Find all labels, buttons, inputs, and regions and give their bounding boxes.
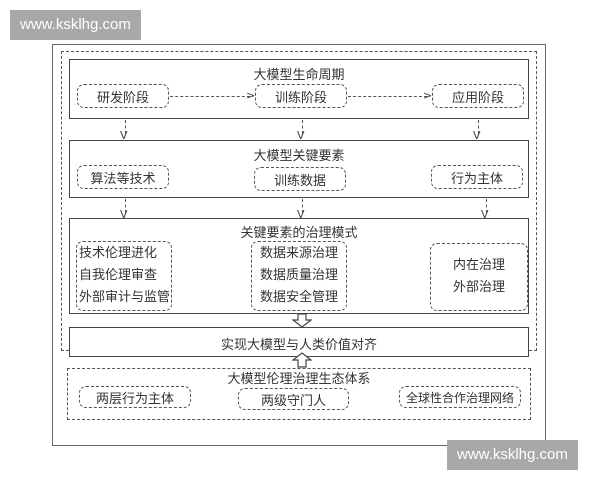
hollow-arrow-down-icon [292,314,312,328]
arrow-down [125,199,126,213]
mode-item: 外部审计与监管 [79,290,171,305]
arrow-down [478,120,479,134]
arrow-research-training [170,96,250,97]
arrow-head-icon: > [423,89,433,102]
goal-label: 实现大模型与人类价值对齐 [220,338,377,353]
arrow-down-icon: V [120,208,128,221]
diagram-frame: 大模型生命周期 研发阶段 训练阶段 应用阶段 > > V V V 大模型关键要素… [52,44,546,446]
governance-modes-title: 关键要素的治理模式 [240,226,358,241]
arrow-down-icon: V [120,129,128,142]
stage-training: 训练阶段 [255,84,347,108]
stage-application: 应用阶段 [432,84,524,108]
ecosystem-title: 大模型伦理治理生态体系 [227,372,371,387]
ecosystem-two-level-gatekeepers: 两级守门人 [238,388,349,410]
lifecycle-panel: 大模型生命周期 研发阶段 训练阶段 应用阶段 > > [69,59,529,119]
key-elements-panel: 大模型关键要素 算法等技术 训练数据 行为主体 [69,140,529,198]
arrow-head-icon: > [246,89,256,102]
arrow-down-icon: V [481,208,489,221]
goal-panel: 实现大模型与人类价值对齐 [69,327,529,357]
mode-item: 技术伦理进化 [79,246,158,261]
watermark-top: www.ksklhg.com [10,10,141,40]
data-governance-group: 数据来源治理 数据质量治理 数据安全管理 [251,241,347,311]
mode-item: 自我伦理审查 [79,268,158,283]
arrow-down-icon: V [297,129,305,142]
mode-item: 内在治理 [452,258,505,273]
arrow-down [125,120,126,134]
ecosystem-global-network: 全球性合作治理网络 [399,386,521,408]
arrow-down-icon: V [473,129,481,142]
mode-item: 数据质量治理 [259,268,338,283]
mode-item: 数据来源治理 [259,246,338,261]
mode-item: 数据安全管理 [259,290,338,305]
arrow-training-application [348,96,427,97]
arrow-down [302,120,303,134]
watermark-bottom: www.ksklhg.com [447,440,578,470]
element-training-data: 训练数据 [254,167,346,191]
lifecycle-title: 大模型生命周期 [253,68,345,83]
element-actors: 行为主体 [431,165,523,189]
mode-item: 外部治理 [452,280,505,295]
element-technology: 算法等技术 [77,165,169,189]
framework-container: 大模型生命周期 研发阶段 训练阶段 应用阶段 > > V V V 大模型关键要素… [61,51,537,357]
technology-governance-group: 技术伦理进化 自我伦理审查 外部审计与监管 [76,241,172,311]
key-elements-title: 大模型关键要素 [253,149,345,164]
arrow-down [302,199,303,213]
arrow-down [486,199,487,213]
hollow-arrow-up-icon [292,352,312,368]
ecosystem-two-layer-actors: 两层行为主体 [79,386,191,408]
arrow-down-icon: V [297,208,305,221]
actor-governance-group: 内在治理 外部治理 [430,243,528,311]
governance-modes-panel: 关键要素的治理模式 技术伦理进化 自我伦理审查 外部审计与监管 数据来源治理 数… [69,218,529,314]
stage-research: 研发阶段 [77,84,169,108]
ecosystem-panel: 大模型伦理治理生态体系 两层行为主体 两级守门人 全球性合作治理网络 [67,368,531,420]
